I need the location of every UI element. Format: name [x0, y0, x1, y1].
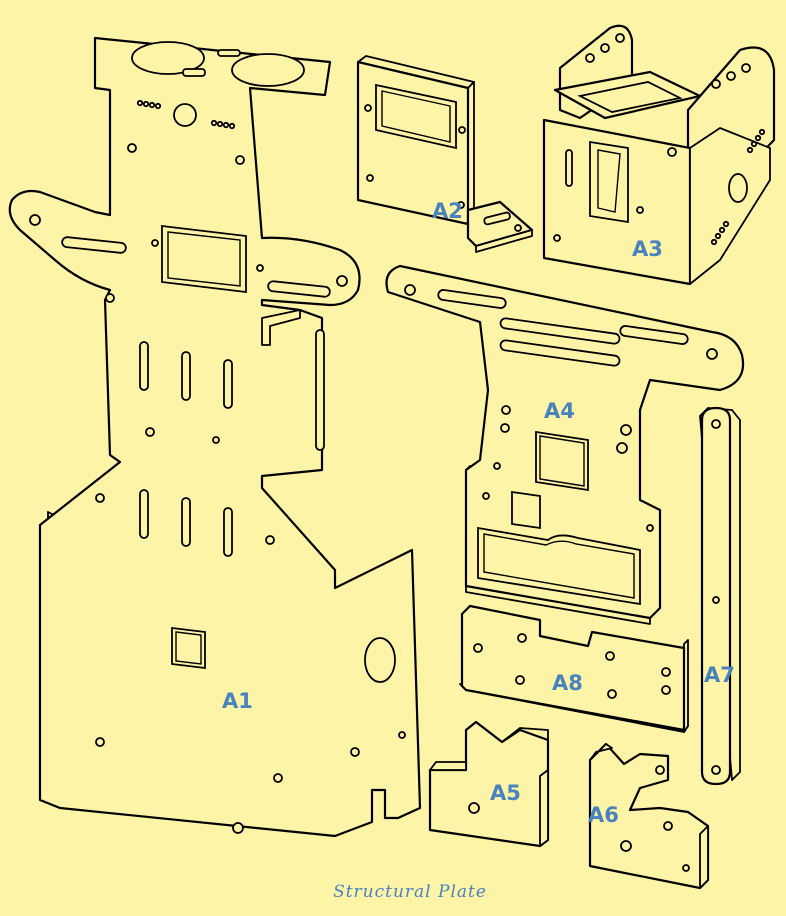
caption: Structural Plate	[333, 882, 487, 902]
part-a8: A8	[459, 604, 689, 733]
part-a6: A6	[588, 742, 710, 890]
label-a3: A3	[632, 237, 663, 261]
part-a3: A3	[542, 24, 776, 286]
part-a1: A1	[8, 36, 422, 838]
label-a4: A4	[544, 399, 575, 423]
label-a5: A5	[490, 781, 521, 805]
part-a4: A4	[385, 264, 745, 625]
label-a6: A6	[588, 803, 619, 827]
part-a5: A5	[428, 720, 550, 848]
part-a7: A7	[699, 406, 741, 786]
label-a7: A7	[704, 663, 735, 687]
label-a1: A1	[222, 689, 253, 713]
part-a2: A2	[356, 55, 534, 253]
label-a2: A2	[432, 199, 463, 223]
label-a8: A8	[552, 671, 583, 695]
